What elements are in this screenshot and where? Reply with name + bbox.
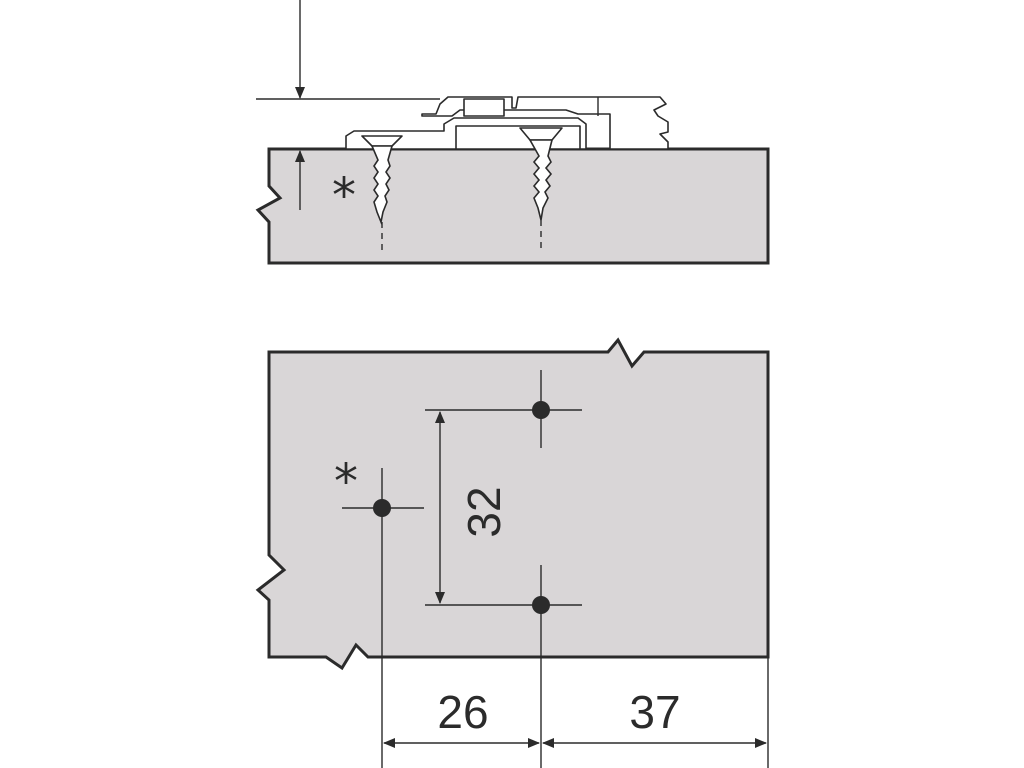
plate-cam (463, 98, 505, 117)
dim-26-label: 26 (437, 686, 488, 738)
hole-top (425, 370, 582, 448)
plan-panel (255, 337, 770, 671)
screw-left (361, 135, 403, 250)
hole-bottom (425, 565, 582, 768)
plan-view: * 32 26 37 (255, 337, 770, 768)
dim-32-label: 32 (458, 486, 510, 537)
hole-alternate (342, 468, 424, 768)
top-asterisk: * (332, 168, 356, 224)
dim-37-label: 37 (629, 686, 680, 738)
screw-right (519, 127, 563, 250)
side-section-view: * (255, 0, 770, 265)
bottom-asterisk: * (334, 454, 358, 510)
